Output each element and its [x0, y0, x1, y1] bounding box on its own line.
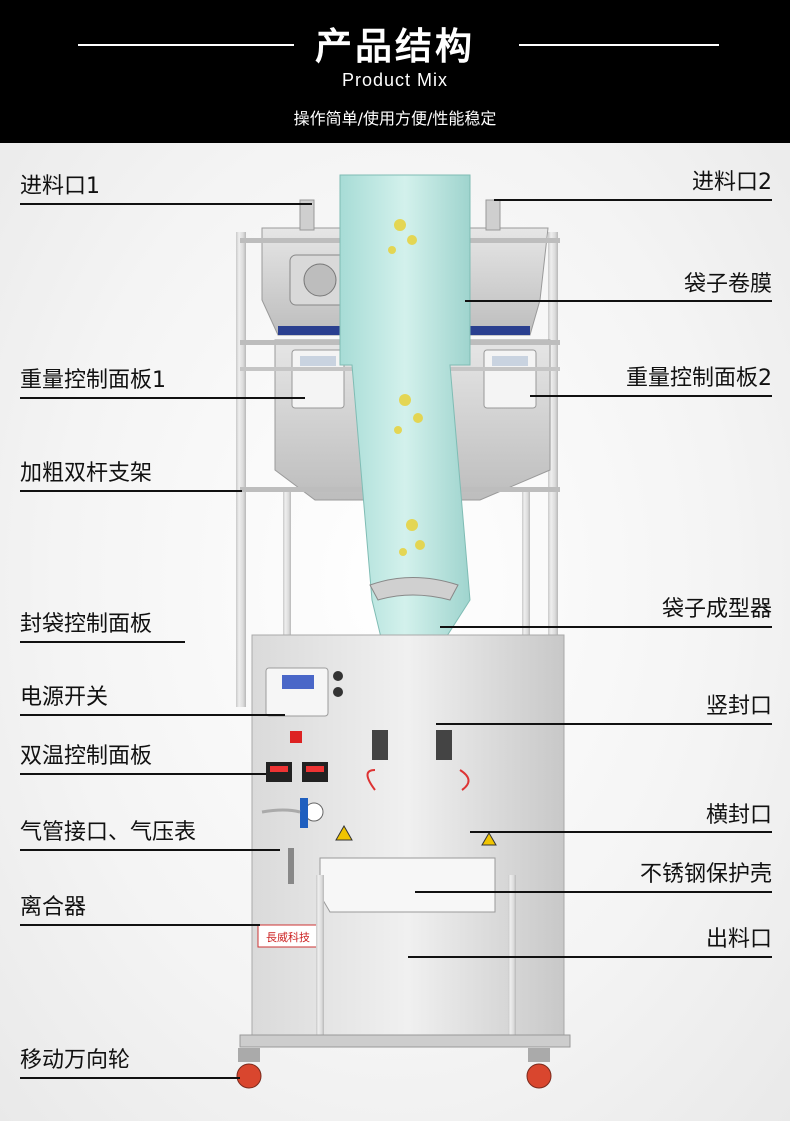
header-divider-right	[519, 44, 719, 46]
page-tagline: 操作简单/使用方便/性能稳定	[293, 109, 497, 128]
callout-line-power-switch	[20, 714, 285, 716]
header-divider-left	[78, 44, 294, 46]
callout-line-steel-shell	[415, 891, 772, 893]
callout-clutch: 离合器	[20, 895, 87, 920]
callout-line-bag-film-roll	[465, 300, 772, 302]
callout-line-inlet-2	[494, 199, 772, 201]
callout-sealing-panel: 封袋控制面板	[20, 612, 153, 637]
page-title: 产品结构	[315, 25, 475, 68]
callout-horizontal-seal: 横封口	[705, 803, 772, 828]
callout-casters: 移动万向轮	[20, 1048, 131, 1073]
callout-line-horizontal-seal	[470, 831, 772, 833]
callout-weight-panel-1: 重量控制面板1	[20, 368, 166, 393]
callout-vertical-seal: 竖封口	[705, 694, 772, 719]
callout-line-double-bar-frame	[20, 490, 242, 492]
callout-air-pipe-gauge: 气管接口、气压表	[20, 820, 197, 845]
callout-line-vertical-seal	[436, 723, 772, 725]
callout-steel-shell: 不锈钢保护壳	[639, 862, 772, 887]
callout-bag-film-roll: 袋子卷膜	[683, 272, 772, 297]
callout-line-weight-panel-2	[530, 395, 772, 397]
callout-outlet: 出料口	[705, 927, 772, 952]
callout-double-bar-frame: 加粗双杆支架	[20, 461, 153, 486]
callout-dual-temp-panel: 双温控制面板	[20, 744, 153, 769]
callout-inlet-1: 进料口1	[20, 174, 100, 199]
callout-line-outlet	[408, 956, 772, 958]
callout-line-dual-temp-panel	[20, 773, 266, 775]
page-subtitle: Product Mix	[341, 70, 449, 90]
callout-weight-panel-2: 重量控制面板2	[626, 366, 772, 391]
callout-bag-former: 袋子成型器	[661, 597, 772, 622]
callout-inlet-2: 进料口2	[692, 170, 772, 195]
callout-line-clutch	[20, 924, 260, 926]
callout-power-switch: 电源开关	[20, 685, 109, 710]
callout-line-sealing-panel	[20, 641, 185, 643]
callout-line-weight-panel-1	[20, 397, 305, 399]
header-banner: 产品结构 Product Mix 操作简单/使用方便/性能稳定	[0, 0, 790, 143]
callout-line-casters	[20, 1077, 240, 1079]
callout-line-air-pipe-gauge	[20, 849, 280, 851]
callout-line-bag-former	[440, 626, 772, 628]
callout-line-inlet-1	[20, 203, 312, 205]
